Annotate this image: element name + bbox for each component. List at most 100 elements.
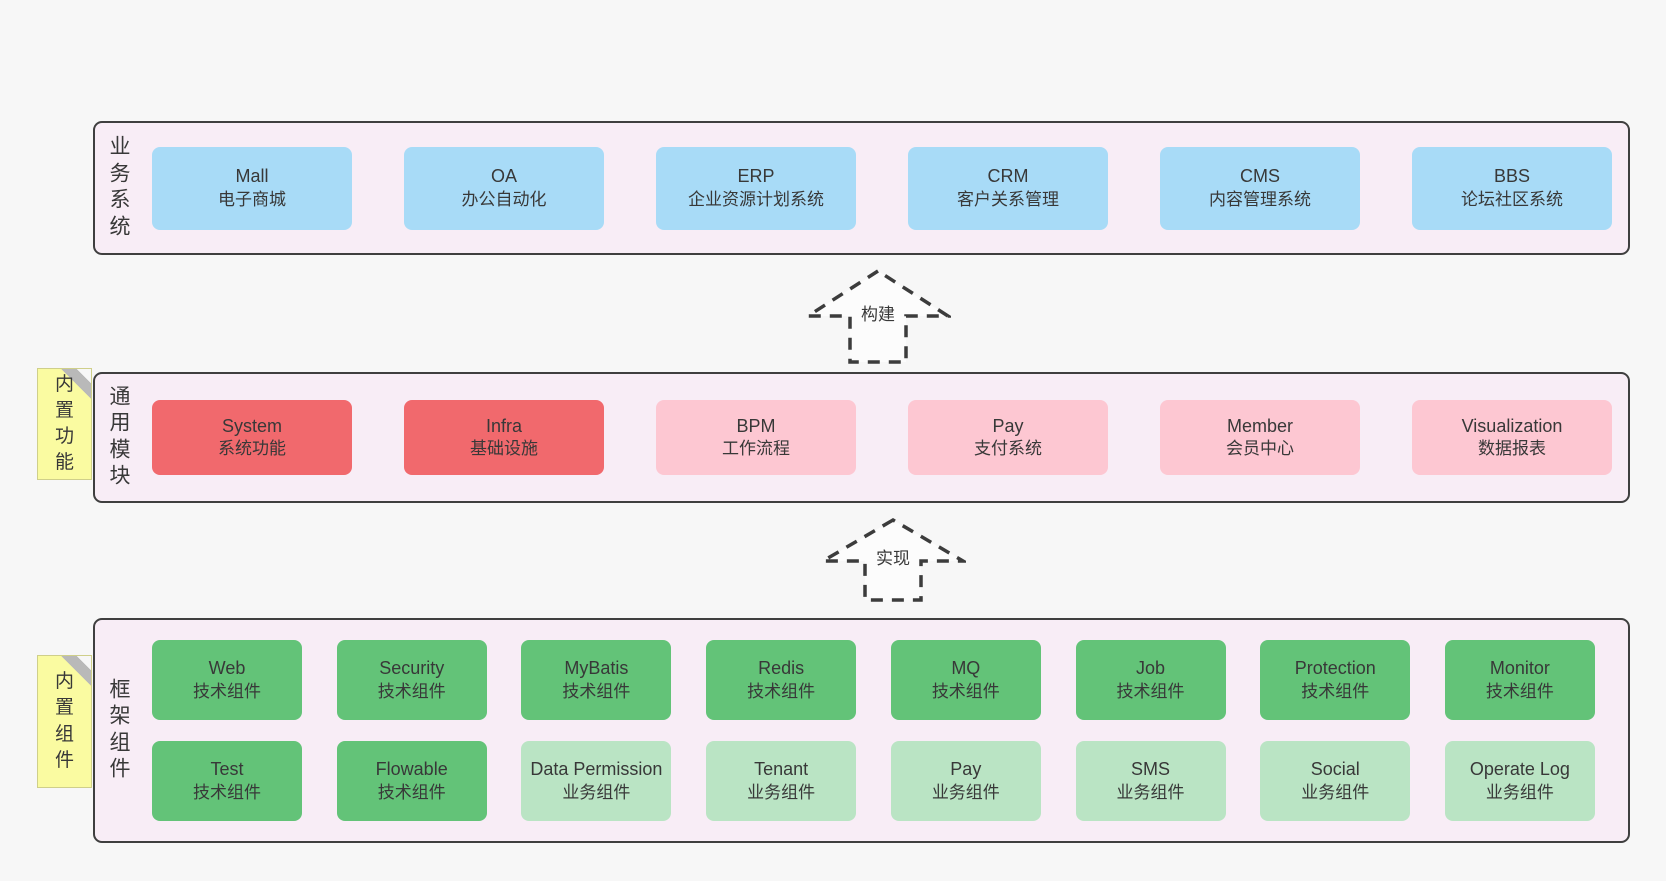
box-title: Social <box>1310 759 1360 780</box>
box-job: Job 技术组件 <box>1075 640 1226 720</box>
box-subtitle: 技术组件 <box>1116 681 1185 701</box>
box-security: Security 技术组件 <box>336 640 487 720</box>
box-title: Mall <box>235 166 269 187</box>
box-pay-component: Pay 业务组件 <box>890 741 1041 821</box>
box-subtitle: 业务组件 <box>1485 782 1554 802</box>
box-subtitle: 技术组件 <box>747 681 816 701</box>
box-title: BPM <box>736 415 776 436</box>
box-subtitle: 系统功能 <box>218 439 286 459</box>
layer-framework-components: 框架组件 Web 技术组件 Security 技术组件 MyBatis 技术组件… <box>93 618 1630 843</box>
box-subtitle: 内容管理系统 <box>1209 189 1311 209</box>
box-subtitle: 会员中心 <box>1226 439 1294 459</box>
box-rows: Web 技术组件 Security 技术组件 MyBatis 技术组件 Redi… <box>152 640 1595 821</box>
box-subtitle: 业务组件 <box>562 782 631 802</box>
box-subtitle: 工作流程 <box>722 439 790 459</box>
box-social: Social 业务组件 <box>1260 741 1411 821</box>
box-subtitle: 技术组件 <box>193 782 261 802</box>
box-monitor: Monitor 技术组件 <box>1444 640 1595 720</box>
box-subtitle: 业务组件 <box>747 782 816 802</box>
sticky-note-text: 内置组件 <box>54 671 74 771</box>
box-subtitle: 电子商城 <box>218 189 286 209</box>
box-subtitle: 论坛社区系统 <box>1461 189 1563 209</box>
box-redis: Redis 技术组件 <box>706 640 857 720</box>
sticky-note-builtin-components: 内置组件 <box>37 655 92 788</box>
box-title: Member <box>1226 415 1293 436</box>
box-subtitle: 数据报表 <box>1478 439 1546 459</box>
box-row: Mall 电子商城 OA 办公自动化 ERP 企业资源计划系统 CRM 客户关系… <box>152 123 1612 253</box>
box-row: System 系统功能 Infra 基础设施 BPM 工作流程 Pay 支付系统… <box>152 374 1612 501</box>
box-infra: Infra 基础设施 <box>404 400 604 475</box>
box-visualization: Visualization 数据报表 <box>1412 400 1612 475</box>
box-title: Flowable <box>375 759 448 780</box>
box-title: SMS <box>1131 759 1171 780</box>
box-sms: SMS 业务组件 <box>1075 741 1226 821</box>
box-system: System 系统功能 <box>152 400 352 475</box>
box-subtitle: 技术组件 <box>1485 681 1554 701</box>
box-subtitle: 业务组件 <box>931 782 1000 802</box>
layer-common-modules: 通用模块 System 系统功能 Infra 基础设施 BPM 工作流程 Pay… <box>93 372 1630 503</box>
box-title: Web <box>208 658 246 679</box>
box-mq: MQ 技术组件 <box>890 640 1041 720</box>
box-title: MyBatis <box>564 658 629 679</box>
box-title: Redis <box>758 658 805 679</box>
arrow-label-build: 构建 <box>858 300 898 325</box>
box-title: Infra <box>485 415 523 436</box>
box-data-permission: Data Permission 业务组件 <box>521 741 672 821</box>
up-arrow-implement: 实现 <box>820 517 966 603</box>
sticky-note-text: 内置功能 <box>54 373 74 474</box>
box-subtitle: 技术组件 <box>931 681 1000 701</box>
box-row: Test 技术组件 Flowable 技术组件 Data Permission … <box>152 741 1595 821</box>
box-title: Pay <box>992 415 1024 436</box>
box-title: Operate Log <box>1469 759 1570 780</box>
layer-label-common-modules: 通用模块 <box>109 385 131 489</box>
box-subtitle: 业务组件 <box>1301 782 1370 802</box>
box-subtitle: 技术组件 <box>562 681 631 701</box>
box-subtitle: 技术组件 <box>377 782 446 802</box>
box-title: Monitor <box>1489 658 1550 679</box>
layer-label-framework-components: 框架组件 <box>109 678 131 782</box>
box-subtitle: 基础设施 <box>470 439 538 459</box>
up-arrow-build: 构建 <box>805 268 951 365</box>
box-subtitle: 技术组件 <box>1301 681 1370 701</box>
box-tenant: Tenant 业务组件 <box>706 741 857 821</box>
box-pay-module: Pay 支付系统 <box>908 400 1108 475</box>
sticky-note-builtin-features: 内置功能 <box>37 368 92 480</box>
box-subtitle: 办公自动化 <box>461 189 547 209</box>
box-crm: CRM 客户关系管理 <box>908 146 1108 230</box>
box-test: Test 技术组件 <box>152 741 302 821</box>
box-title: System <box>221 415 282 436</box>
box-title: Test <box>210 759 244 780</box>
box-bbs: BBS 论坛社区系统 <box>1412 146 1612 230</box>
box-subtitle: 技术组件 <box>193 681 261 701</box>
box-title: Security <box>379 658 445 679</box>
box-title: BBS <box>1493 166 1531 187</box>
box-oa: OA 办公自动化 <box>404 146 604 230</box>
box-operate-log: Operate Log 业务组件 <box>1444 741 1595 821</box>
box-subtitle: 支付系统 <box>974 439 1042 459</box>
box-title: CRM <box>987 166 1029 187</box>
box-title: Visualization <box>1461 415 1563 436</box>
box-mall: Mall 电子商城 <box>152 146 352 230</box>
box-protection: Protection 技术组件 <box>1260 640 1411 720</box>
arrow-label-implement: 实现 <box>873 544 913 569</box>
box-row: Web 技术组件 Security 技术组件 MyBatis 技术组件 Redi… <box>152 640 1595 720</box>
box-subtitle: 技术组件 <box>377 681 446 701</box>
box-title: Job <box>1136 658 1166 679</box>
box-subtitle: 客户关系管理 <box>957 189 1059 209</box>
box-mybatis: MyBatis 技术组件 <box>521 640 672 720</box>
layer-business-systems: 业务系统 Mall 电子商城 OA 办公自动化 ERP 企业资源计划系统 CRM… <box>93 121 1630 255</box>
box-erp: ERP 企业资源计划系统 <box>656 146 856 230</box>
box-title: CMS <box>1240 166 1280 187</box>
box-subtitle: 业务组件 <box>1116 782 1185 802</box>
box-member: Member 会员中心 <box>1160 400 1360 475</box>
box-bpm: BPM 工作流程 <box>656 400 856 475</box>
box-web: Web 技术组件 <box>152 640 302 720</box>
layer-label-business-systems: 业务系统 <box>109 135 131 239</box>
box-title: MQ <box>951 658 981 679</box>
box-subtitle: 企业资源计划系统 <box>688 189 824 209</box>
box-cms: CMS 内容管理系统 <box>1160 146 1360 230</box>
box-title: Pay <box>950 759 982 780</box>
box-title: OA <box>490 166 517 187</box>
box-title: Data Permission <box>530 759 663 780</box>
